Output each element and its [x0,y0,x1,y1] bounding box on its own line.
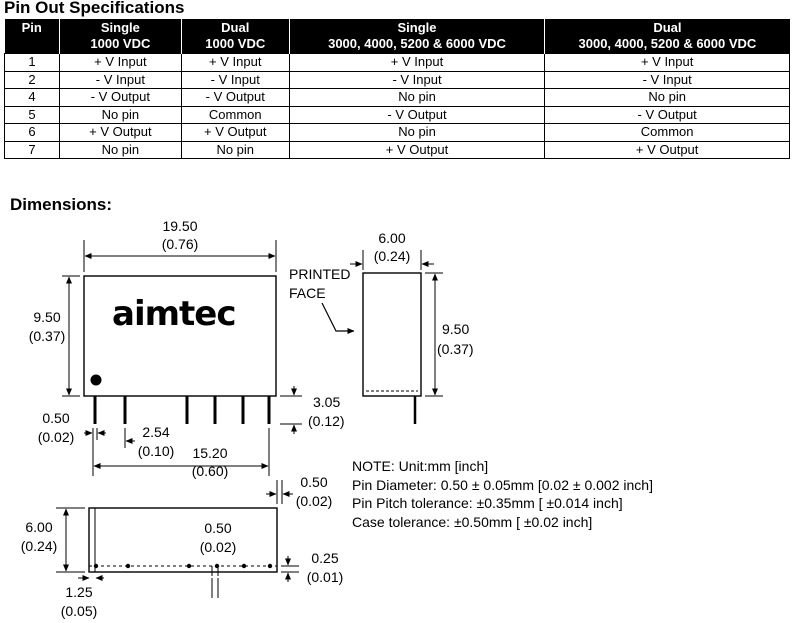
table-row: 1+ V Input+ V Input+ V Input+ V Input [4,53,790,72]
svg-text:(0.10): (0.10) [138,443,175,459]
svg-text:6.00: 6.00 [378,230,405,246]
svg-text:(0.02): (0.02) [200,539,237,555]
svg-text:0.25: 0.25 [311,550,338,566]
svg-text:(0.01): (0.01) [307,569,344,585]
svg-text:2.54: 2.54 [142,424,169,440]
svg-text:1.25: 1.25 [65,584,92,600]
svg-text:PRINTED: PRINTED [289,266,350,282]
svg-text:(0.05): (0.05) [61,603,98,619]
front-view-body [83,275,277,397]
svg-text:(0.12): (0.12) [308,413,345,429]
svg-text:9.50: 9.50 [33,309,60,325]
svg-text:15.20: 15.20 [192,445,227,461]
table-row: 2- V Input- V Input- V Input- V Input [4,70,790,89]
svg-text:(0.02): (0.02) [38,429,75,445]
svg-text:0.50: 0.50 [300,474,327,490]
svg-text:(0.60): (0.60) [192,463,229,479]
logo: aimtec [112,294,236,334]
svg-text:0.50: 0.50 [42,410,69,426]
svg-text:FACE: FACE [289,285,326,301]
svg-text:(0.02): (0.02) [296,493,333,509]
svg-text:0.50: 0.50 [204,520,231,536]
svg-text:9.50: 9.50 [442,321,469,337]
svg-text:(0.37): (0.37) [437,341,474,357]
side-view-body [362,272,422,397]
svg-text:(0.37): (0.37) [29,328,66,344]
svg-text:(0.76): (0.76) [162,236,199,252]
pinout-title: Pin Out Specifications [4,0,185,17]
bottom-view-body [88,507,278,573]
notes: NOTE: Unit:mm [inch] Pin Diameter: 0.50 … [352,458,653,530]
svg-text:(0.24): (0.24) [374,248,411,264]
svg-text:19.50: 19.50 [162,218,197,234]
header-pin: Pin [4,19,60,54]
svg-text:(0.24): (0.24) [21,538,58,554]
dimensions-title: Dimensions: [10,195,113,214]
pin1-marker-dot [90,374,102,386]
svg-text:6.00: 6.00 [25,519,52,535]
svg-text:3.05: 3.05 [313,394,340,410]
